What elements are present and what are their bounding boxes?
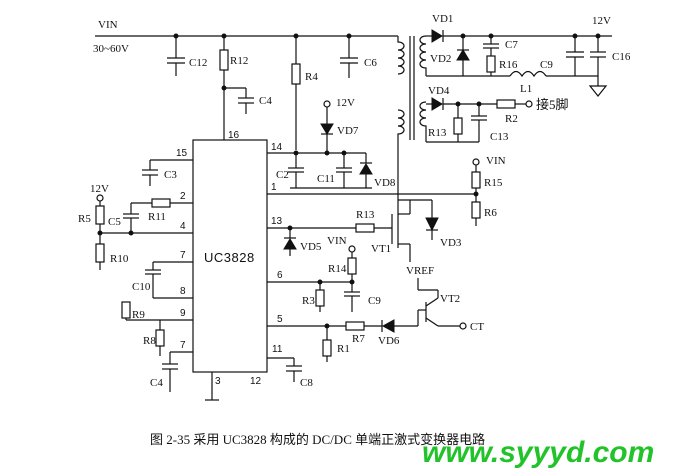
pin-1: 1 <box>271 182 277 193</box>
pin-12: 12 <box>250 376 262 387</box>
c13-label: C13 <box>490 131 509 143</box>
c10-label: C10 <box>132 281 151 293</box>
c5-label: C5 <box>108 216 121 228</box>
ic-top-bottom-pins: 16 3 12 <box>205 130 262 401</box>
secondary-12v: VD1 12V VD2 C7 R16 L1 C9 <box>426 13 631 97</box>
secondary-feedback: VD4 R2 接5脚 R13 C13 <box>425 85 569 143</box>
vref-label: VREF <box>406 265 434 277</box>
pin-15: 15 <box>176 148 188 159</box>
vd4-label: VD4 <box>428 85 450 97</box>
c9b-label: C9 <box>540 59 553 71</box>
v12-left-label: 12V <box>90 183 109 195</box>
c9-label: C9 <box>368 295 381 307</box>
r5-label: R5 <box>78 213 91 225</box>
r4-label: R4 <box>305 71 318 83</box>
c4-top-label: C4 <box>259 95 272 107</box>
pin11-network: 11 C8 <box>267 344 313 389</box>
pin-8: 8 <box>180 286 186 297</box>
c4-bot-label: C4 <box>150 377 163 389</box>
pin5-note: 接5脚 <box>536 97 569 112</box>
pin-16: 16 <box>228 130 240 141</box>
pin-9: 9 <box>180 308 186 319</box>
r10-label: R10 <box>110 253 129 265</box>
pin-13: 13 <box>271 216 283 227</box>
r2-label: R2 <box>505 113 518 125</box>
pin-7b: 7 <box>180 340 186 351</box>
resistor-r12: R12 <box>219 36 248 140</box>
ic-name: UC3828 <box>204 250 255 265</box>
pin-14: 14 <box>271 142 283 153</box>
r7-label: R7 <box>352 333 365 345</box>
r13-sec-label: R13 <box>428 127 447 139</box>
r12-label: R12 <box>230 55 248 67</box>
watermark: www.syyyd.com <box>422 436 654 469</box>
pin-7a: 7 <box>180 250 186 261</box>
c7-label: C7 <box>505 39 518 51</box>
c2-label: C2 <box>276 169 289 181</box>
c16-label: C16 <box>612 51 631 63</box>
input-rail: VIN 30~60V <box>93 19 398 55</box>
c11-label: C11 <box>317 173 335 185</box>
vt2-label: VT2 <box>440 293 460 305</box>
vin-range-label: 30~60V <box>93 43 129 55</box>
vt1-label: VT1 <box>371 243 391 255</box>
r16-label: R16 <box>499 59 518 71</box>
transformer <box>397 35 427 200</box>
pin5-network: 5 R1 R7 VD6 CT VREF VT2 <box>267 265 484 362</box>
c12-label: C12 <box>189 57 207 69</box>
vd8-label: VD8 <box>374 177 396 189</box>
vd7-label: VD7 <box>337 125 359 137</box>
l1-label: L1 <box>520 83 532 95</box>
c3-label: C3 <box>164 169 177 181</box>
mosfet-vt1: VT1 VD3 <box>371 199 462 262</box>
uc3828-ic: UC3828 <box>192 139 268 373</box>
resistor-divider-r15-r6: VIN R15 R6 <box>471 155 506 226</box>
figure-caption: 图 2-35 采用 UC3828 构成的 DC/DC 单端正激式变换器电路 <box>150 432 485 447</box>
r11-label: R11 <box>148 211 166 223</box>
r15-label: R15 <box>484 177 503 189</box>
r13-mid-label: R13 <box>356 209 375 221</box>
r8-label: R8 <box>143 335 156 347</box>
r3-label: R3 <box>302 295 315 307</box>
pin-5: 5 <box>277 314 283 325</box>
pin-2: 2 <box>180 191 186 202</box>
vd1-label: VD1 <box>432 13 453 25</box>
ic-left-pins: 15 C3 2 R11 4 C5 12V R5 R10 7 <box>78 148 193 392</box>
v12-vd7-label: 12V <box>336 97 355 109</box>
vd5-label: VD5 <box>300 241 322 253</box>
c8-label: C8 <box>300 377 313 389</box>
pin-6: 6 <box>277 270 283 281</box>
c6-label: C6 <box>364 57 377 69</box>
capacitor-c6: C6 <box>340 36 377 78</box>
vd6-label: VD6 <box>378 335 400 347</box>
capacitor-c12: C12 <box>167 36 207 76</box>
ic-right-pins: 14 C2 12V VD7 C11 VD8 1 <box>267 97 479 256</box>
r6-label: R6 <box>484 207 497 219</box>
vd3-label: VD3 <box>440 237 462 249</box>
pin-3: 3 <box>215 376 221 387</box>
capacitor-c4-top: C4 <box>238 88 272 114</box>
r1-label: R1 <box>337 343 350 355</box>
r14-label: R14 <box>328 263 347 275</box>
pin-4: 4 <box>180 221 186 232</box>
vin-label: VIN <box>98 19 118 31</box>
pin6-network: VIN R14 6 R3 C9 <box>267 235 381 312</box>
vd2-label: VD2 <box>430 53 451 65</box>
vin-r15-label: VIN <box>486 155 506 167</box>
ct-label: CT <box>470 321 484 333</box>
r9-label: R9 <box>132 309 145 321</box>
resistor-r4: R4 <box>291 36 318 150</box>
vin-r14-label: VIN <box>327 235 347 247</box>
v12-top-label: 12V <box>592 15 611 27</box>
pin-11: 11 <box>272 344 283 355</box>
